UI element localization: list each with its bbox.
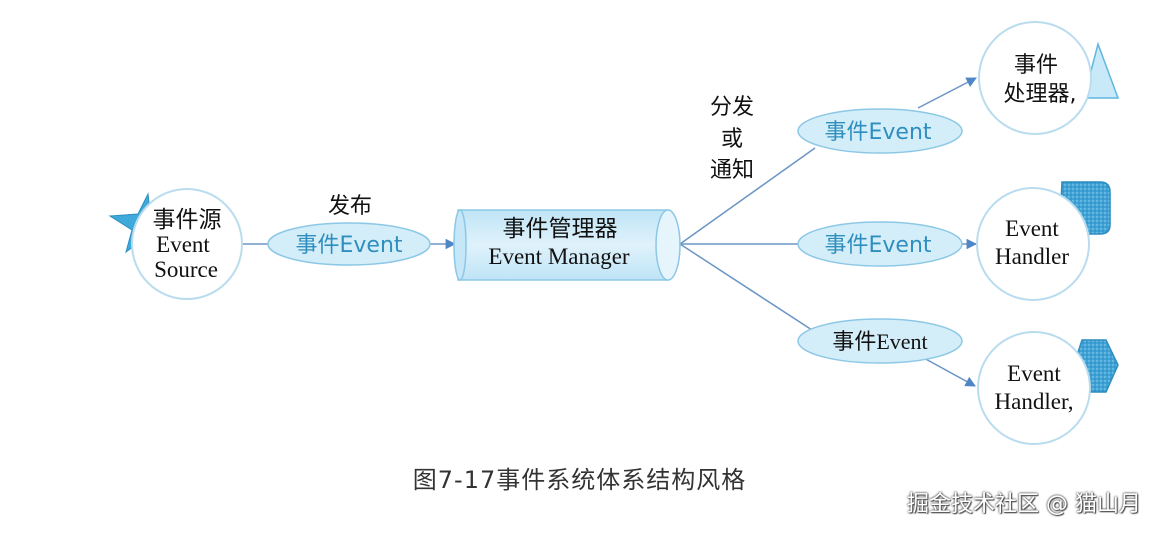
dispatch-label-line1: 分发 [710, 95, 754, 120]
publish-event-ellipse [267, 222, 431, 266]
handler-mid-node: Event Handler [976, 181, 1111, 301]
publish-label: 发布 [328, 194, 372, 219]
handler-bottom-label-line1: Event [1007, 361, 1061, 386]
event-top-label: 事件Event [824, 120, 931, 145]
source-circle [131, 188, 243, 300]
handler-mid-circle [976, 187, 1090, 301]
manager-label-cn: 事件管理器 [503, 216, 618, 241]
event-bottom-node: 事件Event [797, 318, 963, 364]
handler-mid-label-line2: Handler [995, 244, 1069, 269]
handler-top-label-line2: 处理器, [1004, 82, 1077, 107]
source-label-event: Event [156, 232, 210, 257]
event-top-ellipse [797, 108, 963, 154]
handler-top-circle [978, 21, 1092, 135]
manager-cylinder-right-cap [655, 209, 681, 281]
handler-bottom-node: Event Handler, [977, 331, 1119, 445]
watermark: 掘金技术社区 @ 猫山月 [907, 492, 1141, 517]
publish-event-label: 事件Event [295, 233, 402, 258]
event-source-node: 事件源 Event Source [108, 188, 243, 300]
manager-to-event-bottom-line [679, 243, 813, 331]
event-top-node: 事件Event [797, 108, 963, 154]
handler-bottom-circle [977, 331, 1091, 445]
event-bottom-label: 事件Event [832, 329, 927, 354]
event-to-handler-bottom-arrow [921, 356, 976, 387]
manager-to-event-top-line [679, 147, 816, 245]
handler-top-label-line1: 事件 [1014, 53, 1058, 78]
event-bottom-ellipse [797, 318, 963, 364]
manager-label-en: Event Manager [488, 244, 629, 269]
event-mid-node: 事件Event [797, 221, 963, 267]
manager-cylinder-left-cap [453, 209, 467, 281]
source-label-cn: 事件源 [153, 207, 222, 232]
source-label-source: Source [154, 257, 218, 282]
manager-cylinder-body [457, 209, 669, 281]
handler-top-node: 事件 处理器, [978, 21, 1120, 135]
dispatch-label-line2: 或 [721, 127, 743, 152]
event-to-handler-top-arrow [917, 77, 977, 109]
publish-event-node: 事件Event [267, 222, 431, 266]
event-manager-node: 事件管理器 Event Manager [453, 209, 681, 281]
handler-bottom-label-line2: Handler, [995, 389, 1074, 414]
handler-mid-label-line1: Event [1005, 216, 1059, 241]
dispatch-label-line3: 通知 [710, 158, 754, 183]
connectors [242, 77, 978, 387]
figure-caption: 图7-17事件系统体系结构风格 [412, 466, 747, 494]
dispatch-label: 分发 或 通知 [710, 95, 754, 183]
event-mid-ellipse [797, 221, 963, 267]
event-mid-label: 事件Event [824, 233, 931, 258]
